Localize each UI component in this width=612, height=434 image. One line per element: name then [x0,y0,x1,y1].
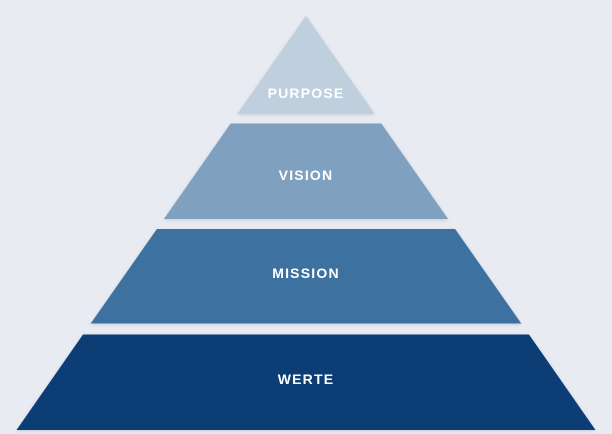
pyramid-level-vision-label: VISION [279,167,334,183]
pyramid-level-mission-shape [90,229,522,324]
pyramid-level-mission: MISSION [90,229,522,324]
pyramid-level-werte-label: WERTE [278,371,335,387]
pyramid-level-mission-label: MISSION [272,265,340,281]
pyramid-level-werte-shape [16,334,596,430]
pyramid-level-vision: VISION [163,123,449,219]
pyramid-level-purpose: PURPOSE [237,16,375,114]
pyramid-level-purpose-shape [237,16,375,114]
pyramid-level-werte: WERTE [16,334,596,430]
pyramid-level-purpose-label: PURPOSE [268,85,345,101]
pyramid-level-vision-shape [163,123,449,219]
